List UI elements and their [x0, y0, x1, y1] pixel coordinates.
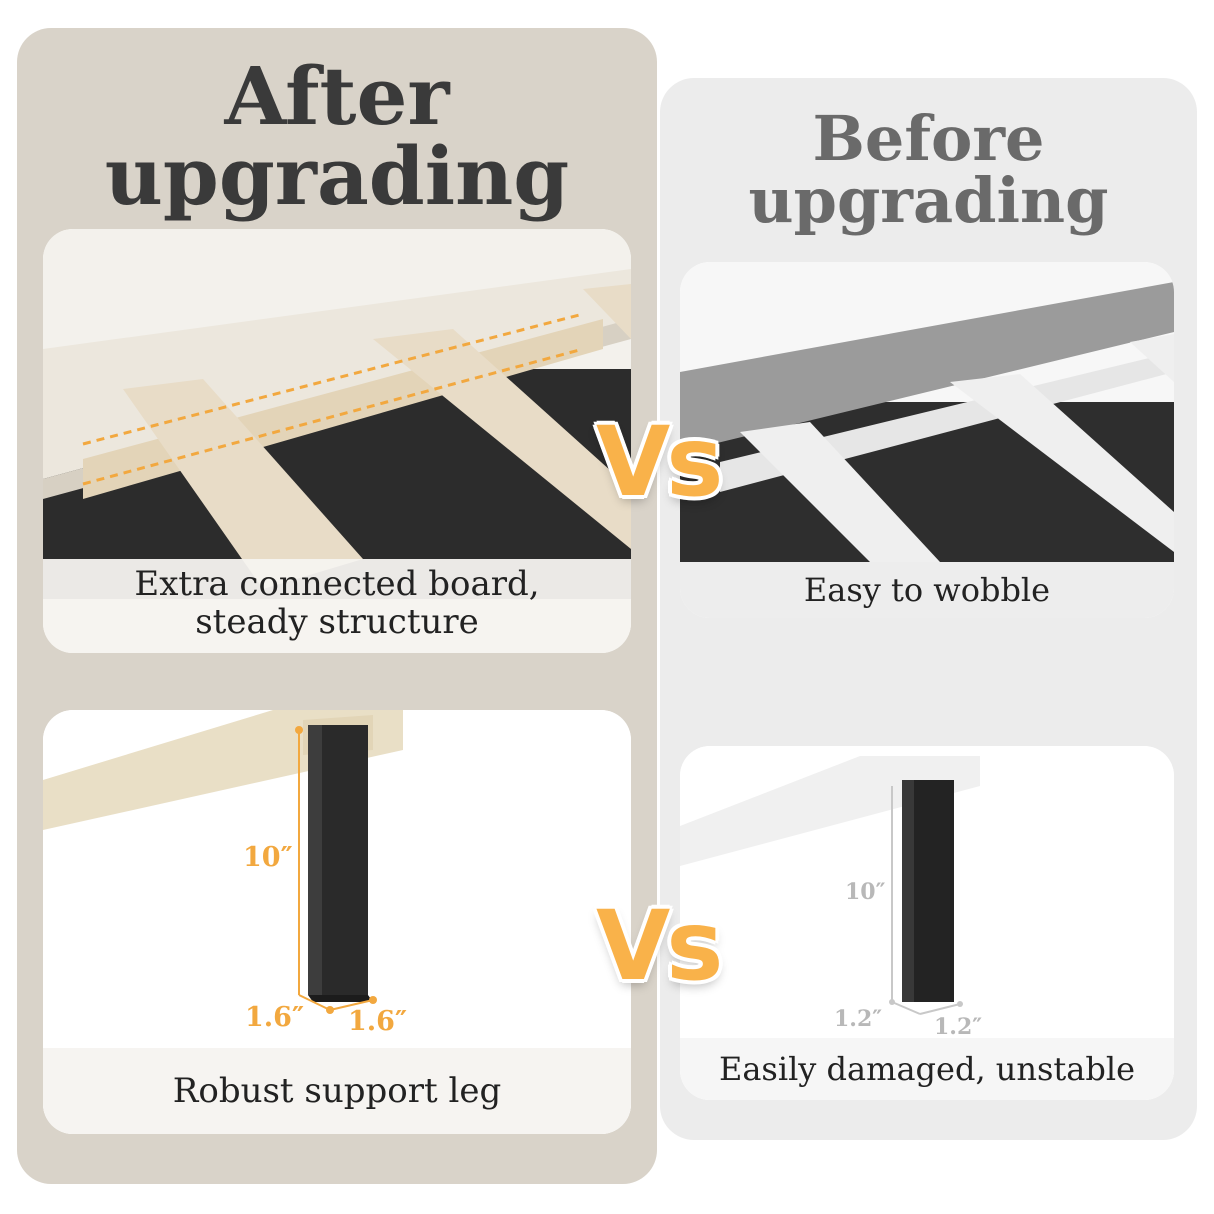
- vs-badge-top: Vs: [596, 406, 723, 518]
- after-leg-caption: Robust support leg: [43, 1048, 631, 1134]
- after-title-line2: upgrading: [104, 129, 570, 223]
- before-leg-height: 10″: [845, 879, 886, 905]
- before-title-line1: Before: [812, 102, 1045, 175]
- before-leg-card: 10″ 1.2″ 1.2″ Easily damaged, unstable: [680, 746, 1174, 1100]
- after-leg-depth: 1.6″: [348, 1006, 408, 1037]
- before-board-card: Easy to wobble: [680, 262, 1174, 618]
- after-leg-width: 1.6″: [245, 1002, 305, 1033]
- before-leg-depth: 1.2″: [934, 1014, 983, 1040]
- after-board-caption-line1: Extra connected board,: [134, 564, 540, 604]
- after-board-card: Extra connected board, steady structure: [43, 229, 631, 653]
- after-board-caption-line2: steady structure: [195, 602, 479, 642]
- before-board-caption: Easy to wobble: [680, 562, 1174, 618]
- before-title: Before upgrading: [660, 108, 1197, 232]
- after-leg-card: 10″ 1.6″ 1.6″ Robust support leg: [43, 710, 631, 1134]
- after-board-caption: Extra connected board, steady structure: [43, 559, 631, 653]
- after-title-line1: After: [224, 49, 450, 143]
- before-title-line2: upgrading: [748, 164, 1109, 237]
- before-board-illustration: [680, 262, 1174, 618]
- vs-badge-bottom: Vs: [596, 890, 723, 1002]
- after-title: After upgrading: [17, 56, 657, 216]
- after-board-illustration: [43, 229, 631, 653]
- after-leg-height: 10″: [243, 842, 293, 873]
- before-leg-width: 1.2″: [834, 1006, 883, 1032]
- before-leg-caption: Easily damaged, unstable: [680, 1038, 1174, 1100]
